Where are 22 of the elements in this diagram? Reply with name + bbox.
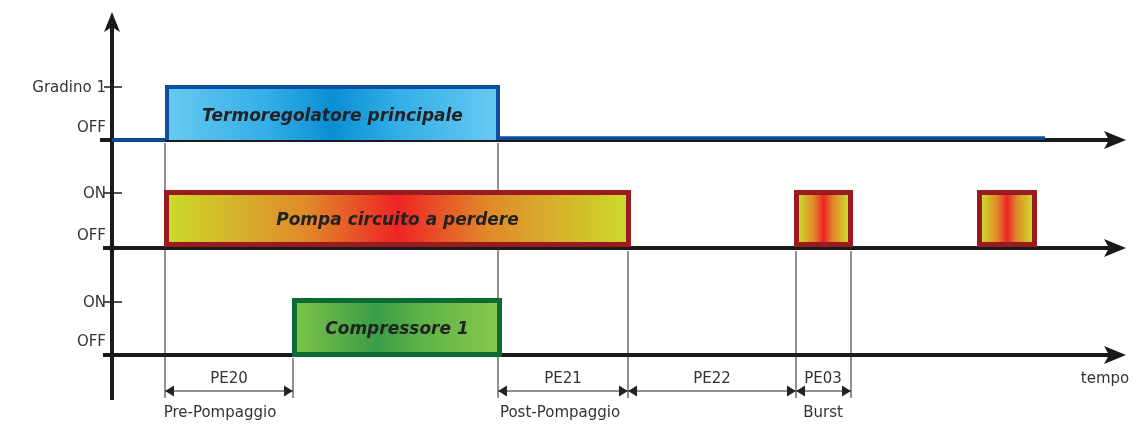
axis-label: tempo xyxy=(1080,369,1130,387)
signal-pulse xyxy=(292,298,502,357)
level-label: ON xyxy=(82,184,106,202)
parameter-label: PE21 xyxy=(544,369,582,387)
burst-pulse xyxy=(794,190,853,247)
signal-pulse xyxy=(165,85,500,140)
signal-pulse xyxy=(164,190,631,247)
level-label: OFF xyxy=(76,118,106,136)
signal-name: Compressore 1 xyxy=(325,317,469,338)
parameter-label: PE22 xyxy=(693,369,731,387)
parameter-label: PE20 xyxy=(210,369,248,387)
level-label: OFF xyxy=(76,226,106,244)
signal-name: Pompa circuito a perdere xyxy=(276,208,519,229)
burst-pulse xyxy=(977,190,1037,247)
level-label: ON xyxy=(82,293,106,311)
level-label: Gradino 1 xyxy=(32,78,106,96)
level-label: OFF xyxy=(76,332,106,350)
signal-name: Termoregolatore principale xyxy=(202,104,463,125)
phase-label: Pre-Pompaggio xyxy=(163,403,277,421)
phase-label: Burst xyxy=(803,403,843,421)
parameter-label: PE03 xyxy=(804,369,842,387)
phase-label: Post-Pompaggio xyxy=(499,403,621,421)
